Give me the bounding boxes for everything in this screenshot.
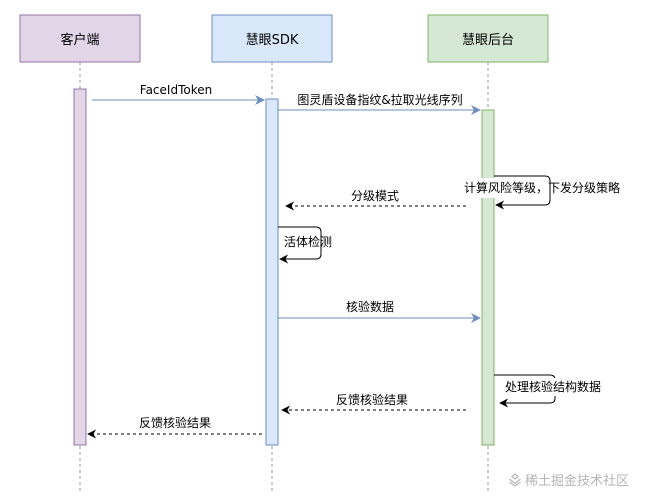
message-grading-mode: 分级模式 xyxy=(285,189,466,211)
message-feedback-to-client-label: 反馈核验结果 xyxy=(139,415,211,430)
sdk-activation-bar xyxy=(265,98,279,446)
watermark: 稀土掘金技术社区 xyxy=(508,470,629,489)
message-risk-level: 计算风险等级，下发分级策略 xyxy=(461,175,620,210)
message-device-fingerprint: 图灵盾设备指纹&拉取光线序列 xyxy=(278,92,481,115)
participant-client-label: 客户端 xyxy=(60,32,99,48)
message-process-data: 处理核验结构数据 xyxy=(494,374,607,408)
participant-backend-label: 慧眼后台 xyxy=(462,32,514,48)
message-risk-level-arrow xyxy=(494,175,551,210)
message-feedback-to-client: 反馈核验结果 xyxy=(87,415,262,439)
message-feedback-to-sdk: 反馈核验结果 xyxy=(281,392,466,415)
message-verification-data: 核验数据 xyxy=(278,299,481,323)
message-faceidtoken: FaceIdToken xyxy=(92,83,265,105)
message-verification-data-label: 核验数据 xyxy=(346,299,394,314)
participant-sdk: 慧眼SDK xyxy=(211,14,333,63)
message-feedback-to-sdk-label: 反馈核验结果 xyxy=(336,392,408,407)
message-liveness-check-label: 活体检测 xyxy=(284,234,332,249)
backend-activation-bar xyxy=(481,109,495,446)
juejin-logo-icon xyxy=(509,473,521,487)
message-liveness-check-arrow xyxy=(278,226,322,264)
message-device-fingerprint-label: 图灵盾设备指纹&拉取光线序列 xyxy=(297,92,462,107)
client-activation-bar xyxy=(73,88,87,446)
participant-client: 客户端 xyxy=(19,14,141,63)
participant-backend: 慧眼后台 xyxy=(427,14,549,63)
watermark-text: 稀土掘金技术社区 xyxy=(525,474,630,489)
message-liveness-check: 活体检测 xyxy=(278,226,332,264)
message-grading-mode-label: 分级模式 xyxy=(351,189,399,203)
participant-sdk-label: 慧眼SDK xyxy=(246,32,299,48)
message-risk-level-label: 计算风险等级，下发分级策略 xyxy=(464,180,620,195)
message-process-data-label: 处理核验结构数据 xyxy=(505,379,601,394)
message-faceidtoken-label: FaceIdToken xyxy=(140,83,212,97)
